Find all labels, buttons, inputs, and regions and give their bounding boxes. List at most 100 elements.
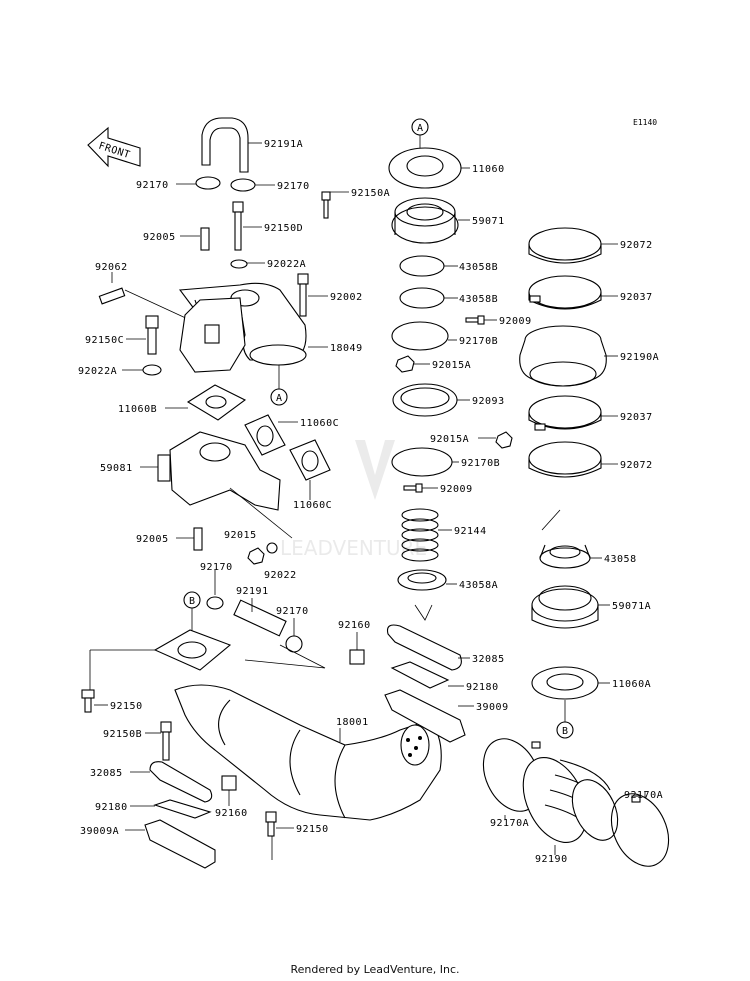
front-arrow: FRONT xyxy=(87,126,141,168)
part-outline xyxy=(549,545,581,559)
clamp-92037-bottom xyxy=(528,395,602,431)
gasket-11060C-bottom xyxy=(289,439,331,481)
part-outline xyxy=(401,518,439,532)
label-92022: 92022 xyxy=(264,570,297,581)
part-outline xyxy=(394,212,456,235)
part-outline xyxy=(200,227,210,251)
label-92180-left: 92180 xyxy=(95,802,128,813)
washer-92022A-left xyxy=(142,364,162,376)
screw-92009-bottom xyxy=(403,483,423,493)
part-outline xyxy=(406,155,444,177)
part-outline xyxy=(538,585,592,611)
part-outline xyxy=(334,744,346,819)
ring-92093 xyxy=(392,383,458,417)
leader-line xyxy=(229,487,293,539)
label-92002: 92002 xyxy=(330,292,363,303)
part-outline xyxy=(205,395,227,409)
label-92160-top: 92160 xyxy=(338,620,371,631)
label-59081: 59081 xyxy=(100,463,133,474)
part-outline xyxy=(631,795,641,803)
part-outline xyxy=(528,275,602,309)
part-outline xyxy=(408,753,412,757)
part-outline xyxy=(401,538,439,552)
pin-92062 xyxy=(98,287,126,305)
bushing-92160-top xyxy=(349,649,365,665)
leader-line xyxy=(244,644,326,669)
label-92022A-top: 92022A xyxy=(267,259,306,270)
part-outline xyxy=(406,203,444,221)
label-92144: 92144 xyxy=(454,526,487,537)
label-59071: 59071 xyxy=(472,216,505,227)
part-outline xyxy=(204,324,220,344)
label-92170-mid: 92170 xyxy=(200,562,233,573)
label-92015A-top: 92015A xyxy=(432,360,471,371)
label-11060C-bottom: 11060C xyxy=(293,500,332,511)
label-92005-top: 92005 xyxy=(143,232,176,243)
label-92190: 92190 xyxy=(535,854,568,865)
part-outline xyxy=(81,689,95,699)
callout-B-right-text: B xyxy=(562,726,569,737)
leader-line xyxy=(541,509,561,531)
label-32085-right: 32085 xyxy=(472,654,505,665)
diagram-code: E1140 xyxy=(633,118,658,127)
callout-B-left-text: B xyxy=(189,596,196,607)
boot-92190A xyxy=(519,325,607,387)
part-outline xyxy=(153,629,232,671)
label-92005-bottom: 92005 xyxy=(136,534,169,545)
part-outline xyxy=(145,315,159,329)
stay-39009 xyxy=(384,689,466,743)
part-outline xyxy=(265,811,277,823)
label-92170-mid2: 92170 xyxy=(276,606,309,617)
label-43058A: 43058A xyxy=(459,580,498,591)
part-outline xyxy=(528,395,602,429)
part-outline xyxy=(465,317,479,323)
label-18049: 18049 xyxy=(330,343,363,354)
label-59071A: 59071A xyxy=(612,601,651,612)
part-outline xyxy=(169,431,281,511)
part-outline xyxy=(232,201,244,213)
bolt-92150-bottom xyxy=(265,811,277,837)
label-92150D: 92150D xyxy=(264,223,303,234)
label-11060A: 11060A xyxy=(612,679,651,690)
label-92022A-left: 92022A xyxy=(78,366,117,377)
gasket-11060B xyxy=(186,384,247,421)
part-outline xyxy=(529,361,597,387)
part-outline xyxy=(218,699,231,746)
part-outline xyxy=(407,572,437,584)
label-92190A: 92190A xyxy=(620,352,659,363)
gasket-11060 xyxy=(388,147,462,189)
ring-43058B-1 xyxy=(399,255,445,277)
label-92150: 92150 xyxy=(110,701,143,712)
nut-92015A-bottom xyxy=(495,431,513,449)
bolt-92150A xyxy=(321,191,331,219)
part-outline xyxy=(267,821,275,837)
clamp-92072-top xyxy=(528,227,602,264)
screw-92009-top xyxy=(465,315,485,325)
clamp-92072-bottom xyxy=(528,441,602,478)
part-outline xyxy=(323,199,329,219)
label-92009-bottom: 92009 xyxy=(440,484,473,495)
part-outline xyxy=(297,273,309,285)
stay-39009A xyxy=(144,819,216,869)
gasket-11060A xyxy=(531,666,599,700)
nipple-92005-bottom xyxy=(193,527,203,551)
part-outline xyxy=(301,450,319,472)
clamp-92170A-right xyxy=(610,793,670,867)
part-outline xyxy=(406,738,410,742)
label-92093: 92093 xyxy=(472,396,505,407)
label-11060B: 11060B xyxy=(118,404,157,415)
part-outline xyxy=(355,440,395,500)
label-92150C: 92150C xyxy=(85,335,124,346)
bolt-92150C xyxy=(145,315,159,355)
part-outline xyxy=(162,731,170,761)
label-92072-bottom: 92072 xyxy=(620,460,653,471)
label-92009-top: 92009 xyxy=(499,316,532,327)
washer-92022 xyxy=(266,542,278,554)
manifold-59081 xyxy=(157,431,281,511)
label-92170-left: 92170 xyxy=(136,180,169,191)
part-outline xyxy=(84,697,92,713)
gasket-11060C-top xyxy=(244,414,286,456)
part-outline xyxy=(157,454,171,482)
label-92072-top: 92072 xyxy=(620,240,653,251)
bracket-32085-right xyxy=(386,624,462,671)
